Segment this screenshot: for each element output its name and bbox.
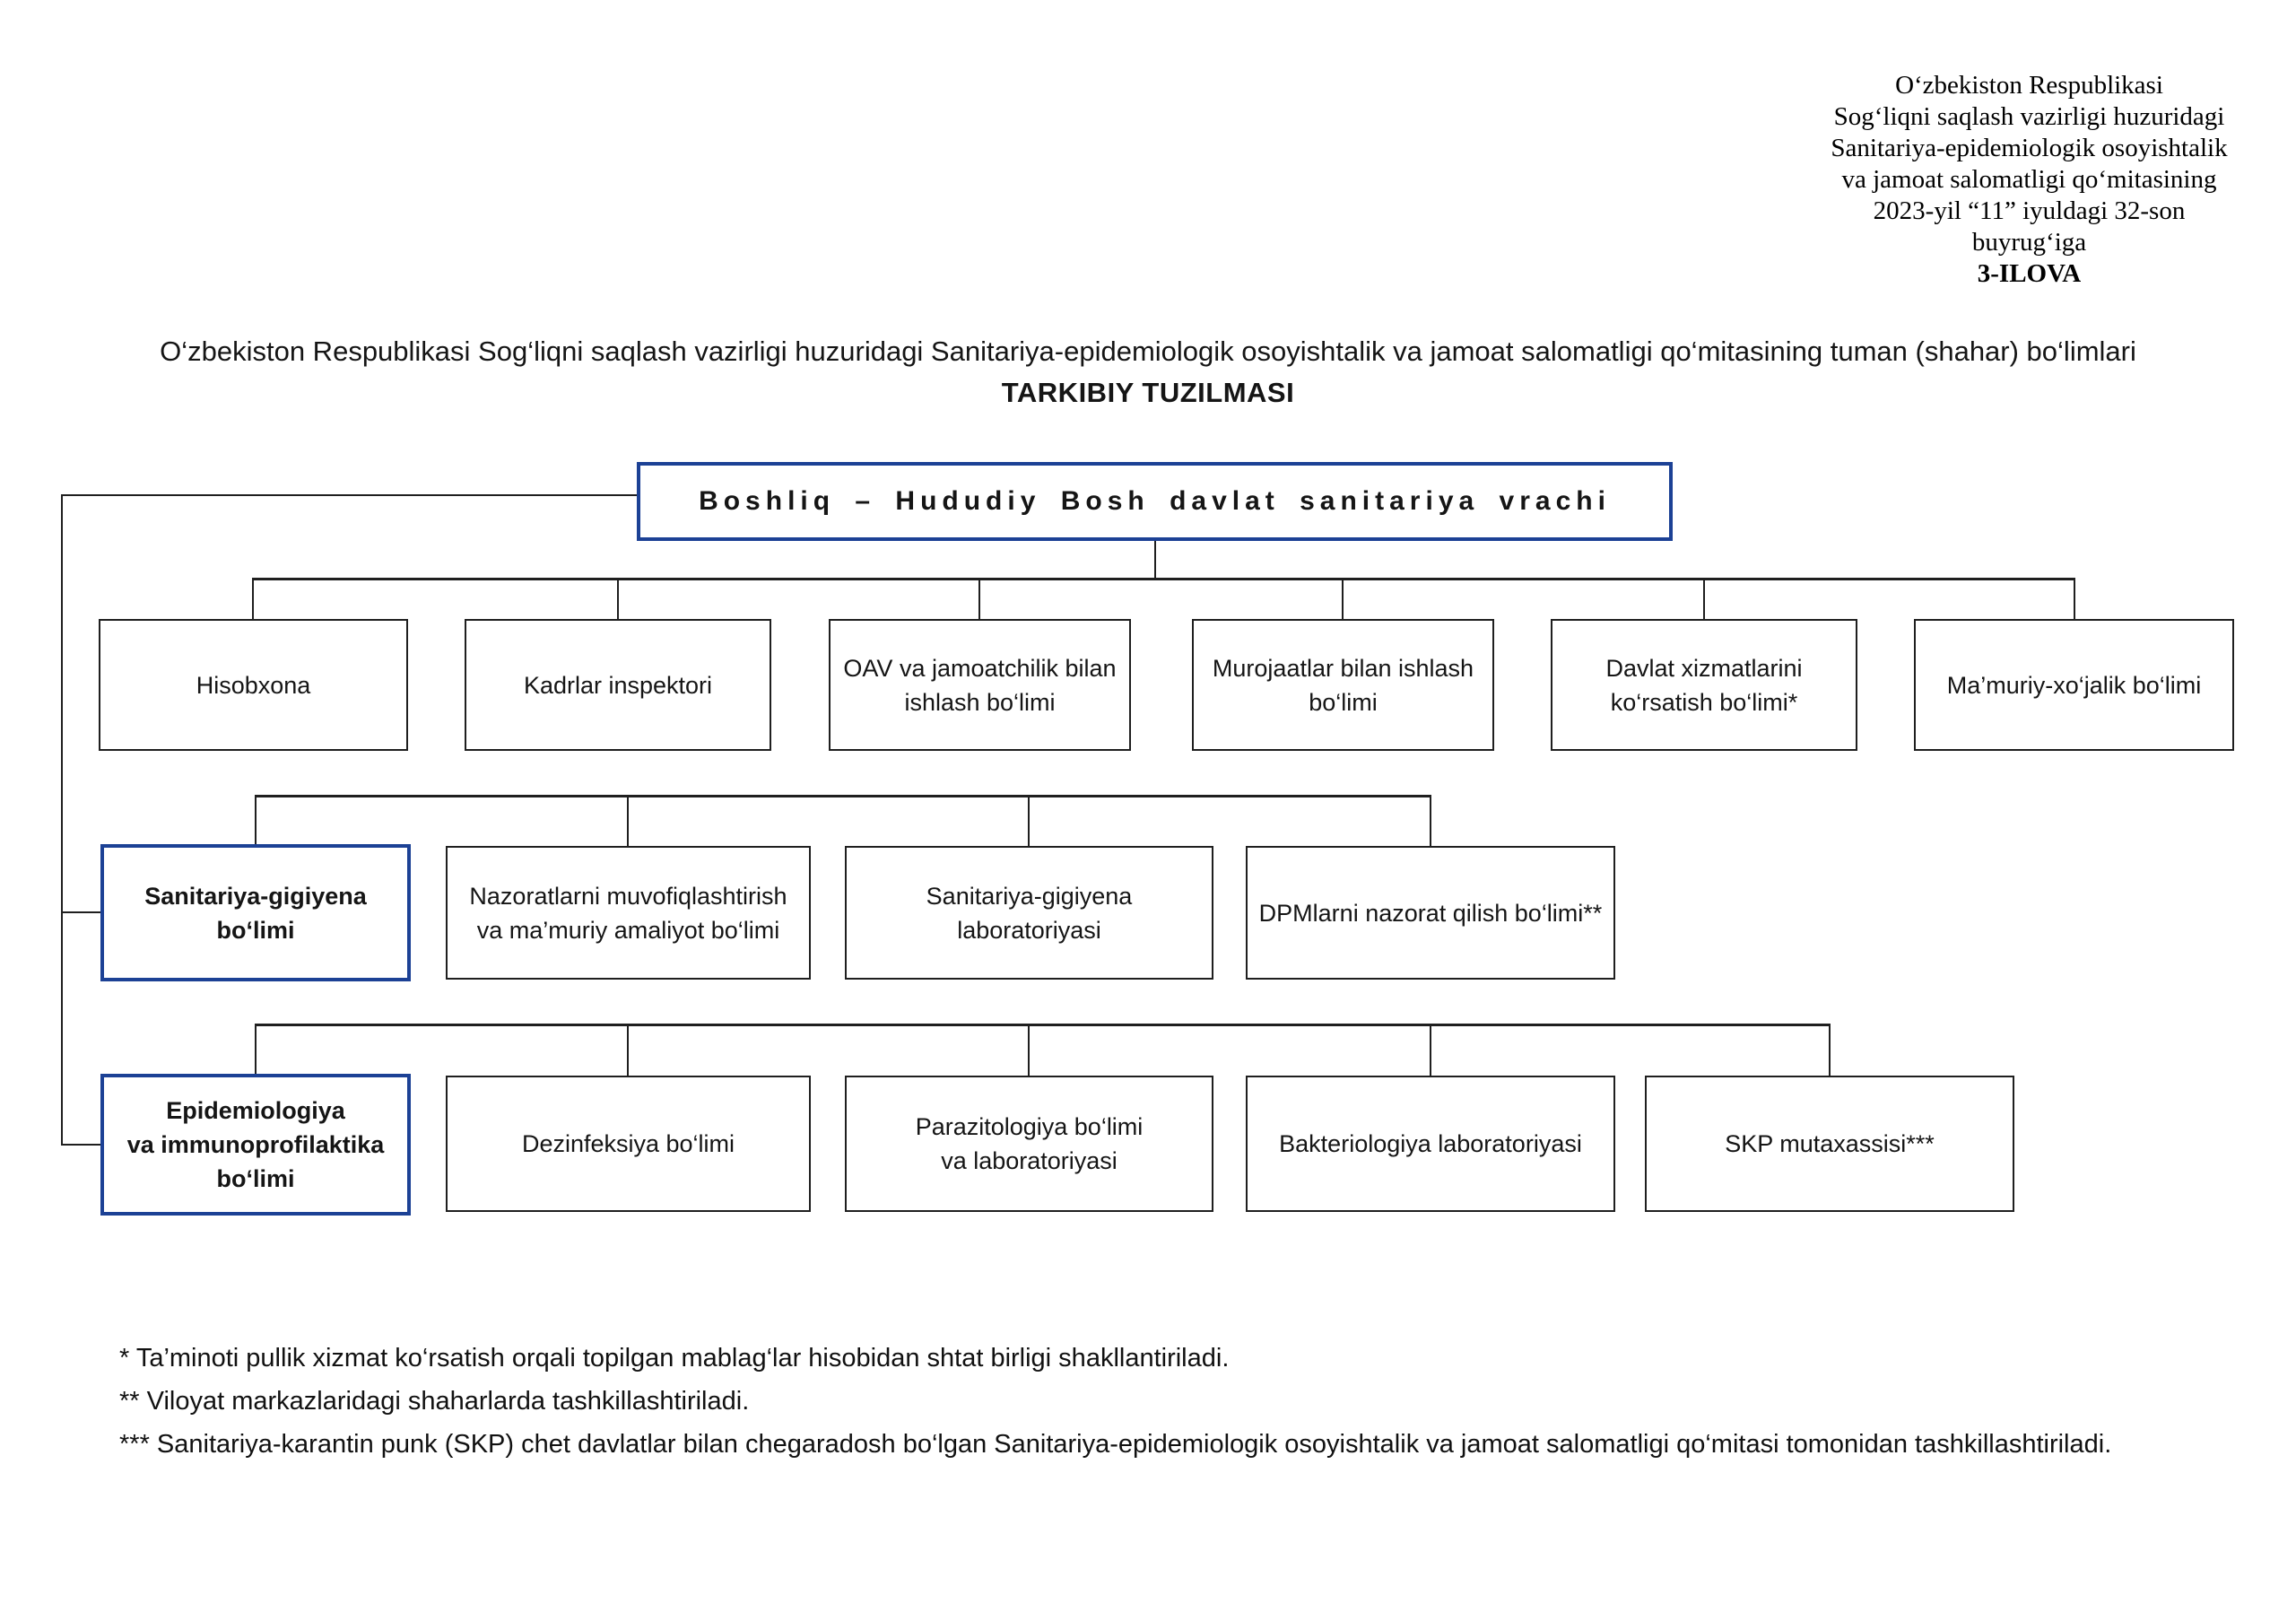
legal-header-line: Sanitariya-epidemiologik osoyishtalik bbox=[1831, 134, 2228, 162]
org-box-epidemiologiya-bolimi: Epidemiologiya va immunoprofilaktika bo‘… bbox=[100, 1074, 411, 1216]
connector-row2-stub bbox=[255, 795, 257, 846]
connector-spine-top bbox=[61, 494, 637, 496]
page-title-line1: O‘zbekiston Respublikasi Sog‘liqni saqla… bbox=[160, 336, 2136, 367]
connector-root-drop bbox=[1154, 539, 1156, 580]
footnotes: * Ta’minoti pullik xizmat ko‘rsatish orq… bbox=[119, 1344, 2206, 1473]
org-box-davlat-xizmatlari-bolimi: Davlat xizmatlarini ko‘rsatish bo‘limi* bbox=[1551, 619, 1857, 751]
connector-row3-rail bbox=[255, 1024, 1831, 1026]
org-box-oav-bolimi: OAV va jamoatchilik bilan ishlash bo‘lim… bbox=[829, 619, 1131, 751]
connector-row3-stub bbox=[1028, 1024, 1030, 1076]
connector-row1-stub bbox=[1342, 578, 1344, 619]
annex-number: 3-ILOVA bbox=[1977, 259, 2082, 288]
page-title-line2: TARKIBIY TUZILMASI bbox=[1001, 377, 1295, 408]
legal-header-line: 2023-yil “11” iyuldagi 32-son bbox=[1873, 196, 2186, 225]
legal-header-line: Sog‘liqni saqlash vazirligi huzuridagi bbox=[1833, 102, 2225, 131]
connector-row3-stub bbox=[1430, 1024, 1431, 1076]
org-box-murojaatlar-bolimi: Murojaatlar bilan ishlash bo‘limi bbox=[1192, 619, 1494, 751]
footnote-2: ** Viloyat markazlaridagi shaharlarda ta… bbox=[119, 1387, 750, 1416]
connector-row1-stub bbox=[978, 578, 980, 619]
page-title: O‘zbekiston Respublikasi Sog‘liqni saqla… bbox=[0, 334, 2296, 411]
legal-header-line: O‘zbekiston Respublikasi bbox=[1895, 71, 2163, 100]
org-box-skp-mutaxassisi: SKP mutaxassisi*** bbox=[1645, 1076, 2014, 1212]
legal-header-line: buyrug‘iga bbox=[1971, 228, 2087, 257]
connector-row2-stub bbox=[1028, 795, 1030, 846]
connector-row2-rail bbox=[255, 795, 1431, 797]
org-box-dpmlarni-nazorat-bolimi: DPMlarni nazorat qilish bo‘limi** bbox=[1246, 846, 1615, 980]
org-box-hisobxona: Hisobxona bbox=[99, 619, 408, 751]
connector-spine-to-sanitariya bbox=[61, 911, 100, 913]
connector-row2-stub bbox=[1430, 795, 1431, 846]
org-box-boshliq: Boshliq – Hududiy Bosh davlat sanitariya… bbox=[637, 462, 1673, 541]
connector-row1-stub bbox=[252, 578, 254, 619]
org-box-sanitariya-gigiyena-laboratoriyasi: Sanitariya-gigiyena laboratoriyasi bbox=[845, 846, 1213, 980]
org-box-sanitariya-gigiyena-bolimi: Sanitariya-gigiyena bo‘limi bbox=[100, 844, 411, 981]
org-box-bakteriologiya-laboratoriyasi: Bakteriologiya laboratoriyasi bbox=[1246, 1076, 1615, 1212]
org-box-mamuriy-xojalik-bolimi: Ma’muriy-xo‘jalik bo‘limi bbox=[1914, 619, 2234, 751]
footnote-3: *** Sanitariya-karantin punk (SKP) chet … bbox=[119, 1430, 2112, 1459]
connector-row3-stub bbox=[1829, 1024, 1831, 1076]
connector-spine-to-epidemiologiya bbox=[61, 1144, 100, 1146]
connector-row2-stub bbox=[627, 795, 629, 846]
connector-spine-vertical bbox=[61, 494, 63, 1146]
connector-row3-stub bbox=[255, 1024, 257, 1076]
footnote-1: * Ta’minoti pullik xizmat ko‘rsatish orq… bbox=[119, 1344, 1230, 1373]
org-box-nazoratlarni-muvofiqlashtirish-bolimi: Nazoratlarni muvofiqlashtirish va ma’mur… bbox=[446, 846, 811, 980]
org-box-dezinfeksiya-bolimi: Dezinfeksiya bo‘limi bbox=[446, 1076, 811, 1212]
connector-row1-stub bbox=[617, 578, 619, 619]
legal-header: O‘zbekiston Respublikasi Sog‘liqni saqla… bbox=[1794, 70, 2265, 290]
org-box-kadrlar-inspektori: Kadrlar inspektori bbox=[465, 619, 771, 751]
org-box-parazitologiya-bolimi: Parazitologiya bo‘limi va laboratoriyasi bbox=[845, 1076, 1213, 1212]
connector-row1-rail bbox=[252, 578, 2075, 580]
connector-row1-stub bbox=[1703, 578, 1705, 619]
legal-header-line: va jamoat salomatligi qo‘mitasining bbox=[1841, 165, 2217, 194]
connector-row3-stub bbox=[627, 1024, 629, 1076]
connector-row1-stub bbox=[2074, 578, 2075, 619]
